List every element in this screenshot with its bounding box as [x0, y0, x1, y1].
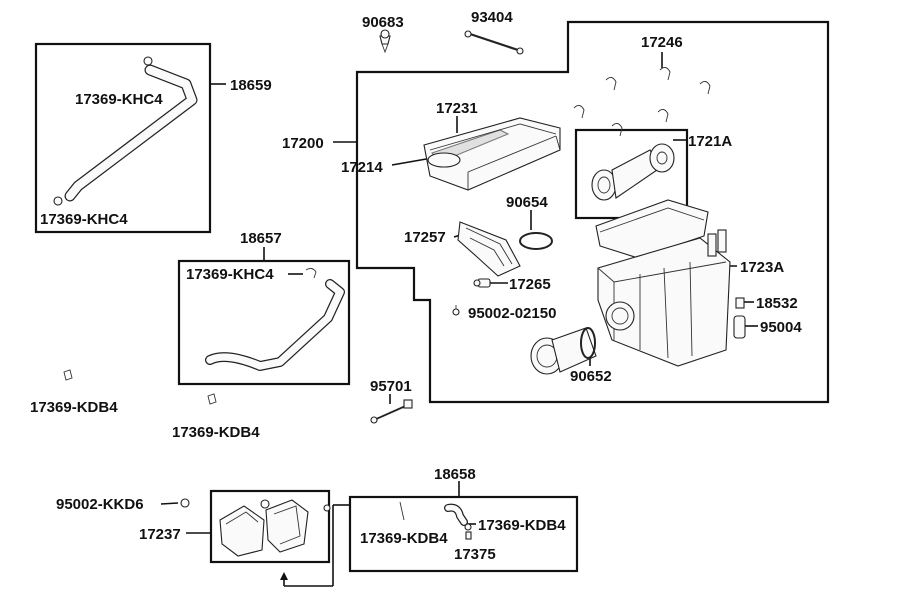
label-90683: 90683: [362, 14, 404, 31]
main-assembly-outline: [355, 20, 830, 404]
label-90654: 90654: [506, 194, 548, 211]
filter-element-1721a-icon: [591, 143, 675, 201]
label-17200: 17200: [282, 135, 324, 152]
clamp-95002-02150-icon: [452, 305, 460, 316]
hose-18659-icon: [53, 56, 198, 206]
label-18657: 18657: [240, 230, 282, 247]
fitting-17265-icon: [473, 278, 491, 288]
label-95002-02150: 95002-02150: [468, 305, 556, 322]
label-1721a: 1721A: [688, 133, 732, 150]
label-17375: 17375: [454, 546, 496, 563]
hose-18659-box: [34, 42, 212, 234]
label-17237: 17237: [139, 526, 181, 543]
label-17369-kdb4-a: 17369-KDB4: [30, 399, 118, 416]
clamp-95002-kkd6-icon: [180, 498, 190, 508]
label-95701: 95701: [370, 378, 412, 395]
drain-18532-icon: [735, 297, 745, 309]
cover-17231-icon: [423, 117, 561, 191]
plug-95004-icon: [733, 315, 746, 339]
label-95004: 95004: [760, 319, 802, 336]
label-18532: 18532: [756, 295, 798, 312]
filter-case-1723a-icon: [595, 199, 731, 367]
label-17257: 17257: [404, 229, 446, 246]
part-17237-box: [209, 489, 331, 564]
label-95002-kkd6: 95002-KKD6: [56, 496, 144, 513]
label-17369-kdb4-d: 17369-KDB4: [478, 517, 566, 534]
label-17231: 17231: [436, 100, 478, 117]
hose-18657-icon: [205, 267, 345, 371]
label-17369-khc4-b: 17369-KHC4: [40, 211, 128, 228]
label-17369-khc4-a: 17369-KHC4: [75, 91, 163, 108]
clamp-90654-icon: [519, 232, 553, 250]
duct-17257-icon: [457, 221, 521, 277]
label-17369-khc4-c: 17369-KHC4: [186, 266, 274, 283]
clip-90683-icon: [379, 29, 391, 54]
bolt-95701-icon: [370, 399, 413, 424]
label-18658: 18658: [434, 466, 476, 483]
label-1723a: 1723A: [740, 259, 784, 276]
label-17369-kdb4-b: 17369-KDB4: [172, 424, 260, 441]
label-17265: 17265: [509, 276, 551, 293]
housing-17237-icon: [219, 499, 331, 557]
hose-18658-box: [348, 495, 579, 573]
label-93404: 93404: [471, 9, 513, 26]
label-17246: 17246: [641, 34, 683, 51]
hose-18658-icon: [399, 501, 472, 540]
label-17369-kdb4-c: 17369-KDB4: [360, 530, 448, 547]
clip-17369-kdb4-icon-b: [207, 393, 217, 405]
label-18659: 18659: [230, 77, 272, 94]
clips-17246-icon: [573, 67, 711, 137]
clip-17369-kdb4-icon-a: [63, 369, 73, 381]
rod-93404-icon: [464, 30, 524, 55]
label-17214: 17214: [341, 159, 383, 176]
tube-90652-icon: [530, 327, 597, 375]
label-90652: 90652: [570, 368, 612, 385]
